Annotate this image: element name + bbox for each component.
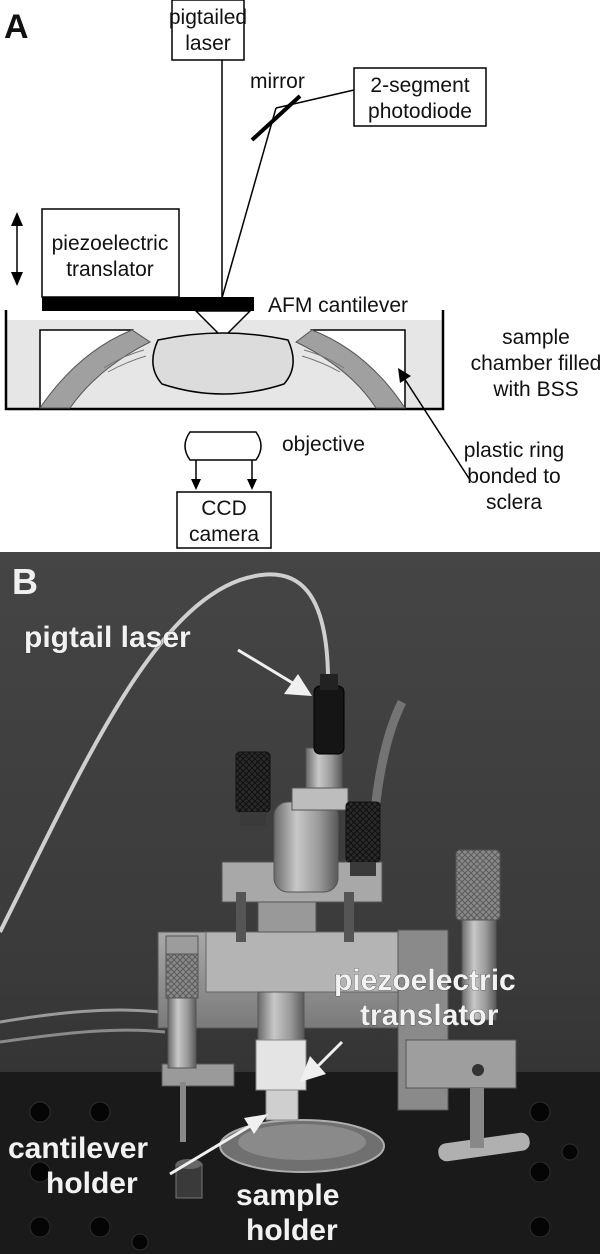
piezo-photo-label-line1: piezoelectric xyxy=(334,964,516,997)
plastic-ring-left xyxy=(39,329,151,410)
adjustment-knob-right xyxy=(344,801,381,942)
vertical-motion-arrow-icon xyxy=(11,212,23,286)
plastic-ring-pointer xyxy=(398,368,471,481)
eye-lens xyxy=(152,332,294,395)
piezo-photo-label-line2: translator xyxy=(360,999,499,1032)
piezo-photo-arrow xyxy=(300,1040,344,1082)
pigtailed-laser-box: pigtailed laser xyxy=(169,0,247,61)
laser-label-line1: pigtailed xyxy=(169,6,247,29)
photodiode-label-line1: 2-segment xyxy=(370,74,469,97)
panel-a-letter: A xyxy=(4,8,29,46)
mirror-icon xyxy=(250,94,302,142)
cantilever-label: AFM cantilever xyxy=(268,294,408,317)
tube-cable xyxy=(371,699,407,803)
mounting-post xyxy=(175,1163,203,1199)
photodiode-box: 2-segment photodiode xyxy=(353,67,487,127)
optical-fiber-cable xyxy=(0,572,331,933)
piezo-label-line1: piezoelectric xyxy=(52,232,169,255)
laser-label-line2: laser xyxy=(185,32,231,55)
panel-b-letter: B xyxy=(12,561,38,602)
sample-holder-label-line2: holder xyxy=(246,1214,338,1247)
piezo-label-line2: translator xyxy=(66,258,154,281)
ring-label-line1: plastic ring xyxy=(464,439,564,462)
mirror-label: mirror xyxy=(250,70,305,93)
chamber-label-line2: chamber filled xyxy=(471,352,600,375)
afm-cantilever xyxy=(42,297,254,311)
piezo-cylinder xyxy=(255,991,307,1121)
pigtail-laser-label: pigtail laser xyxy=(24,621,191,654)
breadboard-holes xyxy=(29,1101,579,1251)
camera-label-line1: CCD xyxy=(201,497,247,520)
photodiode-label-line2: photodiode xyxy=(368,100,472,123)
side-cables xyxy=(0,1008,161,1024)
ring-label-line2: bonded to xyxy=(467,465,560,488)
pigtail-laser-arrow xyxy=(237,648,312,696)
objective-lens-icon xyxy=(184,431,262,461)
cantilever-holder-arrow xyxy=(169,1114,268,1176)
chamber-label-line1: sample xyxy=(502,326,570,349)
reflected-beam xyxy=(221,107,277,299)
adjustment-knob-left xyxy=(235,751,271,942)
left-micrometer xyxy=(165,935,199,1142)
sample-holder-label-line1: sample xyxy=(236,1179,339,1212)
ccd-camera-box: CCD camera xyxy=(176,491,272,549)
cantilever-holder-label-line1: cantilever xyxy=(8,1132,148,1165)
schematic-panel: A pigtailed laser mirror 2-segment photo… xyxy=(4,0,600,549)
ring-label-line3: sclera xyxy=(486,491,542,514)
right-micrometer xyxy=(405,849,517,1148)
objective-arrows xyxy=(191,460,257,490)
plastic-ring-right xyxy=(295,329,406,410)
cantilever-tip xyxy=(194,310,252,340)
photograph-panel: B pigtail laser piezoelectric translator… xyxy=(0,552,600,1254)
pigtail-laser-connector xyxy=(313,674,345,755)
chamber-label-line3: with BSS xyxy=(492,378,578,401)
cantilever-holder-label-line2: holder xyxy=(46,1167,138,1200)
piezoelectric-translator-box: piezoelectric translator xyxy=(41,208,180,298)
objective-label: objective xyxy=(282,433,365,456)
camera-label-line2: camera xyxy=(189,523,259,546)
